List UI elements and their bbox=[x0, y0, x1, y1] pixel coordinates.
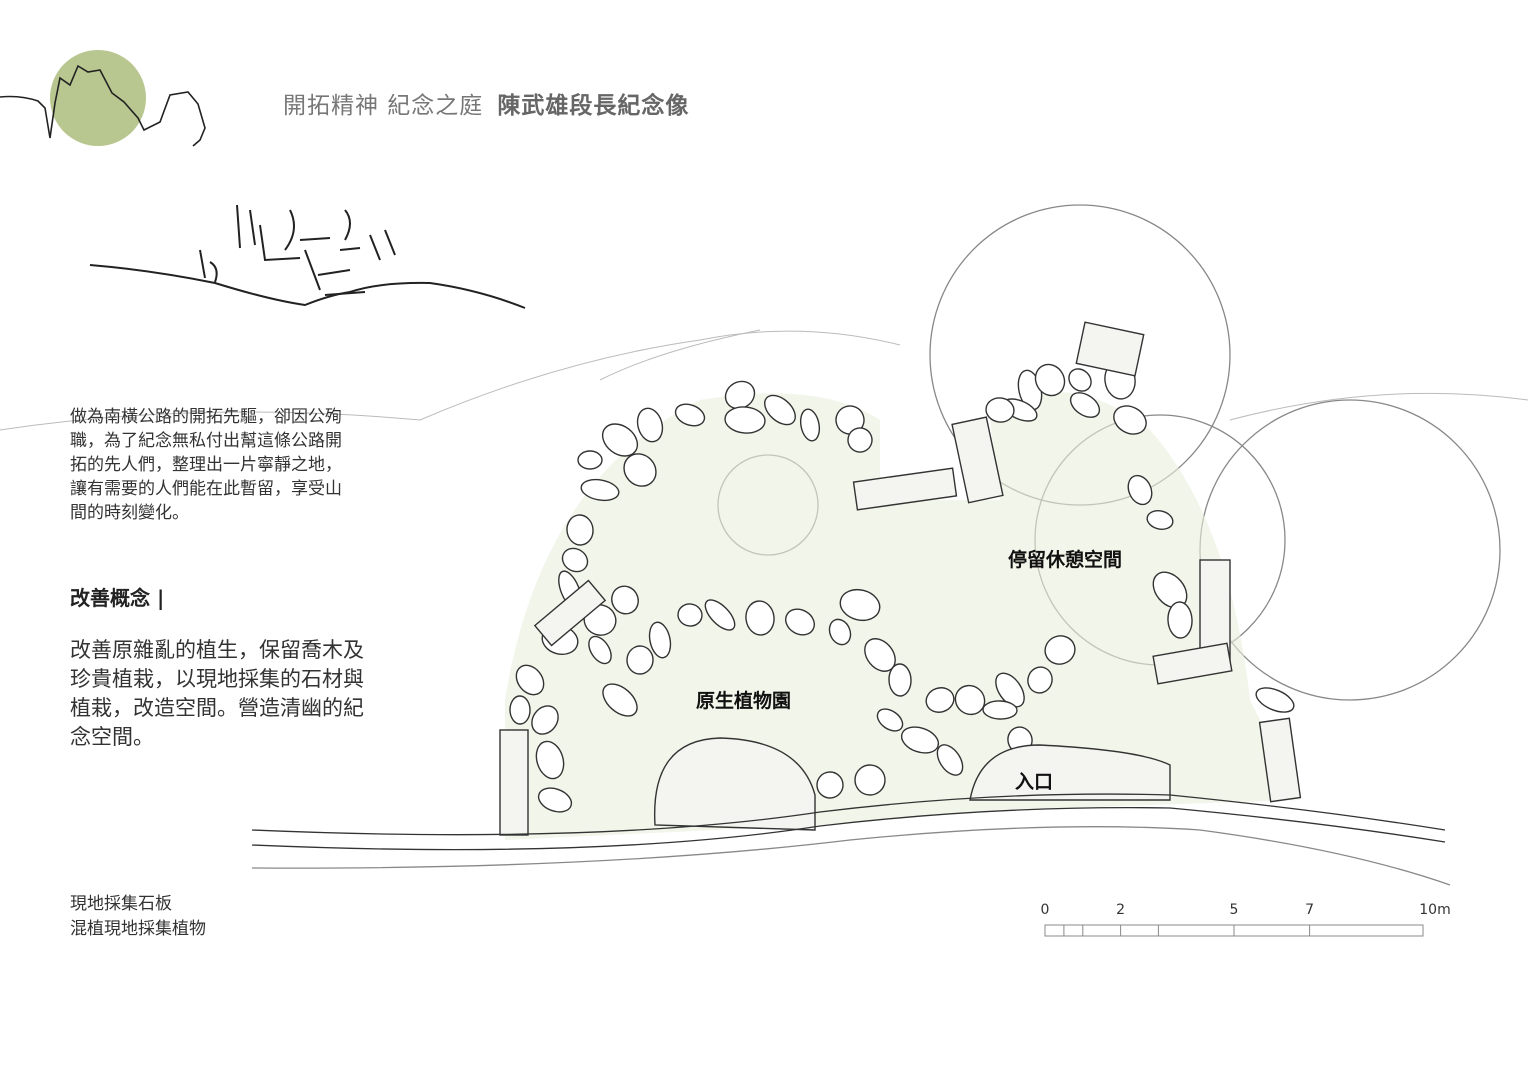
boulder bbox=[1113, 405, 1147, 435]
note-stone-slab: 現地採集石板 bbox=[70, 894, 172, 914]
scale-label: 5 bbox=[1229, 902, 1239, 918]
boulder bbox=[509, 695, 531, 725]
label-native-garden: 原生植物園 bbox=[696, 690, 792, 712]
boulder bbox=[626, 645, 654, 675]
boulder bbox=[724, 406, 766, 434]
boulder bbox=[982, 700, 1018, 720]
boulder bbox=[847, 427, 873, 453]
mountain-logo bbox=[0, 50, 206, 147]
boulder bbox=[828, 618, 852, 646]
boulder bbox=[674, 403, 706, 427]
scale-label: 0 bbox=[1040, 902, 1050, 918]
label-rest-area: 停留休憩空間 bbox=[1008, 549, 1123, 571]
boulder bbox=[876, 708, 904, 732]
label-entrance: 入口 bbox=[1015, 771, 1054, 793]
garden-area bbox=[505, 392, 1300, 840]
scale-label: 10m bbox=[1419, 902, 1451, 918]
boulder bbox=[601, 423, 639, 457]
boulder bbox=[925, 687, 955, 713]
boulder bbox=[724, 380, 756, 410]
boulder bbox=[995, 672, 1025, 708]
boulder bbox=[561, 547, 589, 573]
boulder bbox=[784, 608, 816, 636]
boulder bbox=[764, 394, 796, 426]
boulder bbox=[1027, 666, 1053, 694]
material-notes: 現地採集石板 混植現地採集植物 bbox=[70, 892, 206, 942]
boulder bbox=[1167, 601, 1193, 639]
boulder bbox=[577, 450, 603, 470]
page-title: 開拓精神 紀念之庭陳武雄段長紀念像 bbox=[283, 86, 689, 120]
boulder bbox=[854, 764, 886, 796]
boulder bbox=[537, 787, 573, 813]
boulder bbox=[515, 664, 545, 696]
boulder bbox=[677, 603, 703, 627]
road bbox=[251, 793, 1451, 886]
boulder bbox=[648, 621, 672, 659]
boulder bbox=[611, 585, 639, 615]
scale-labels: 0 2 5 7 10m bbox=[0, 902, 1528, 922]
concept-heading: 改善概念 | bbox=[70, 586, 165, 610]
boulder bbox=[1034, 363, 1066, 397]
title-main: 陳武雄段長紀念像 bbox=[497, 93, 690, 119]
boulder bbox=[1127, 474, 1153, 506]
scale-bar bbox=[1044, 924, 1424, 937]
boulder bbox=[900, 726, 940, 754]
boulder bbox=[1044, 635, 1076, 665]
boulder bbox=[1255, 687, 1295, 713]
boulder bbox=[623, 453, 657, 487]
boulder bbox=[566, 514, 594, 546]
boulder bbox=[535, 740, 565, 780]
scale-label: 7 bbox=[1305, 902, 1315, 918]
boulder bbox=[1146, 510, 1174, 530]
calligraphy-signature bbox=[89, 204, 526, 309]
title-subtitle: 開拓精神 紀念之庭 bbox=[283, 93, 484, 119]
terrain-lines bbox=[0, 329, 1528, 431]
boulder bbox=[799, 408, 821, 442]
boulder bbox=[985, 397, 1015, 423]
boulder bbox=[954, 684, 986, 716]
note-mixed-plants: 混植現地採集植物 bbox=[70, 919, 206, 939]
boulder bbox=[580, 478, 620, 502]
boulder bbox=[888, 663, 912, 697]
boulder bbox=[636, 407, 664, 443]
boulder bbox=[602, 683, 638, 717]
scale-label: 2 bbox=[1116, 902, 1126, 918]
boulders bbox=[509, 360, 1295, 813]
stone-walls bbox=[499, 321, 1302, 836]
boulder bbox=[531, 705, 559, 735]
intro-text: 做為南橫公路的開拓先驅，卻因公殉職，為了紀念無私付出幫這條公路開拓的先人們，整理… bbox=[70, 407, 342, 523]
boulder bbox=[1068, 368, 1092, 392]
boulder bbox=[745, 600, 775, 636]
boulder bbox=[816, 771, 844, 799]
boulder bbox=[704, 599, 736, 631]
boulder bbox=[1069, 392, 1101, 418]
boulder bbox=[835, 405, 865, 435]
boulder bbox=[936, 744, 964, 776]
boulder bbox=[588, 635, 612, 665]
boulder bbox=[839, 588, 881, 622]
concept-text: 改善原雜亂的植生，保留喬木及珍貴植栽，以現地採集的石材與植栽，改造空間。營造清幽… bbox=[70, 638, 364, 749]
